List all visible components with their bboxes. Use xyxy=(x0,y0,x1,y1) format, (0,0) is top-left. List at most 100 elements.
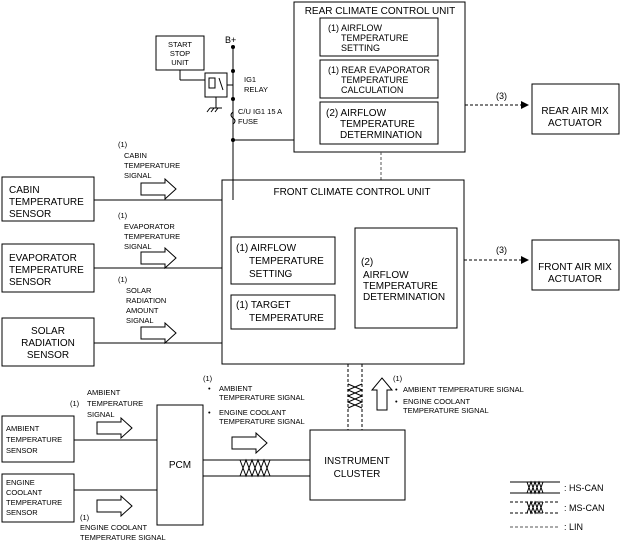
fuse-label-line1: C/U IG1 15 A xyxy=(238,107,282,116)
cabin-signal-arrow xyxy=(140,177,177,201)
cluster-line1: INSTRUMENT xyxy=(324,456,390,467)
coolant-sensor-line3: TEMPERATURE xyxy=(6,498,62,507)
rear-box3-line3: DETERMINATION xyxy=(340,130,422,141)
rear-box2-line3: CALCULATION xyxy=(341,85,403,95)
solar-signal-line4: AMOUNT xyxy=(126,306,159,315)
pcm-bullet-2: • xyxy=(208,408,211,417)
cabin-sensor-line3: SENSOR xyxy=(9,209,51,220)
ambient-signal-arrow xyxy=(96,416,133,440)
solar-sensor-line1: SOLAR xyxy=(31,326,65,337)
evap-sensor-line2: TEMPERATURE xyxy=(9,265,84,276)
evap-signal-line4: SIGNAL xyxy=(124,242,152,251)
solar-sensor-line3: SENSOR xyxy=(27,350,69,361)
evaporator-signal-arrow xyxy=(140,246,177,270)
pcm-out-line1: (1) xyxy=(203,374,213,383)
cabin-signal-line2: CABIN xyxy=(124,151,147,160)
coolant-signal-line2: ENGINE COOLANT xyxy=(80,523,148,532)
pcm-bullet-1: • xyxy=(208,384,211,393)
rear-airflow-temperature-setting-box xyxy=(319,17,439,57)
cabin-sensor-line2: TEMPERATURE xyxy=(9,197,84,208)
front-box1-line2: TEMPERATURE xyxy=(249,256,324,267)
pcm-out-line4: ENGINE COOLANT xyxy=(219,408,287,417)
relay-label-line2: RELAY xyxy=(244,85,268,94)
front-box1-line1: (1) AIRFLOW xyxy=(236,243,297,254)
solar-signal-line2: SOLAR xyxy=(126,286,152,295)
evap-signal-line1: (1) xyxy=(118,211,128,220)
cluster-signal-arrow xyxy=(370,377,394,411)
bplus-label: B+ xyxy=(225,35,236,45)
engine-coolant-temperature-sensor xyxy=(1,473,75,523)
rear-box3-line2: TEMPERATURE xyxy=(340,119,415,130)
front-box3-line1: (2) xyxy=(361,257,373,268)
rear-unit-title: REAR CLIMATE CONTROL UNIT xyxy=(305,6,456,17)
cluster-bullet-2: • xyxy=(395,397,398,406)
pcm-signal-arrow xyxy=(231,431,268,455)
solar-radiation-sensor xyxy=(1,317,95,367)
cabin-temperature-sensor xyxy=(1,176,95,222)
start-stop-line3: UNIT xyxy=(171,58,189,67)
rear-climate-control-unit xyxy=(293,1,466,153)
cluster-out-line3: ENGINE COOLANT xyxy=(403,397,471,406)
cabin-signal-line1: (1) xyxy=(118,140,128,149)
front-airflow-temperature-setting-box xyxy=(230,236,336,285)
rear-box2-line1: (1) REAR EVAPORATOR xyxy=(328,65,431,75)
rear-airflow-temperature-determination-box xyxy=(319,101,439,145)
front-actuator-label: (3) xyxy=(496,245,507,255)
evap-signal-line3: TEMPERATURE xyxy=(124,232,180,241)
ambient-sensor-line3: SENSOR xyxy=(6,446,38,455)
front-box2-line1: (1) TARGET xyxy=(236,300,291,311)
front-box3-line3: TEMPERATURE xyxy=(363,281,438,292)
cluster-line2: CLUSTER xyxy=(334,469,381,480)
pcm-cluster-hs-can xyxy=(203,458,310,478)
front-actuator-line2: ACTUATOR xyxy=(548,274,602,285)
ig1-relay-icon xyxy=(204,72,228,98)
rear-box1-line1: (1) AIRFLOW xyxy=(328,23,383,33)
rear-air-mix-actuator xyxy=(531,83,620,135)
cluster-out-line4: TEMPERATURE SIGNAL xyxy=(403,406,489,415)
ambient-sensor-line1: AMBIENT xyxy=(6,424,40,433)
legend-ms-can-symbol xyxy=(510,500,560,515)
cabin-signal-line3: TEMPERATURE xyxy=(124,161,180,170)
front-climate-control-unit xyxy=(221,179,465,365)
relay-label-line1: IG1 xyxy=(244,75,256,84)
rear-box3-line1: (2) AIRFLOW xyxy=(326,108,387,119)
rear-actuator-line2: ACTUATOR xyxy=(548,118,602,129)
cabin-sensor-line1: CABIN xyxy=(9,185,40,196)
cluster-bullet-1: • xyxy=(395,385,398,394)
front-box3-line2: AIRFLOW xyxy=(363,270,409,281)
rear-box1-line3: SETTING xyxy=(341,43,380,53)
cabin-signal-line4: SIGNAL xyxy=(124,171,152,180)
fuse-label-line2: FUSE xyxy=(238,117,258,126)
legend-lin: : LIN xyxy=(564,522,583,532)
front-box1-line3: SETTING xyxy=(249,269,293,280)
cluster-front-ms-can xyxy=(346,364,364,430)
rear-evaporator-temperature-calculation-box xyxy=(319,59,439,99)
rear-box1-line2: TEMPERATURE xyxy=(341,33,408,43)
solar-sensor-line2: RADIATION xyxy=(21,338,75,349)
fuse-icon xyxy=(230,111,236,125)
front-unit-title: FRONT CLIMATE CONTROL UNIT xyxy=(273,187,430,198)
rear-actuator-label: (3) xyxy=(496,91,507,101)
ambient-signal-line2: AMBIENT xyxy=(87,388,121,397)
coolant-signal-line1: (1) xyxy=(80,513,90,522)
pcm-label: PCM xyxy=(169,460,191,471)
coolant-sensor-line1: ENGINE xyxy=(6,478,35,487)
legend-hs-can: : HS-CAN xyxy=(564,483,604,493)
start-stop-line2: STOP xyxy=(170,49,190,58)
coolant-sensor-line2: COOLANT xyxy=(6,488,43,497)
solar-signal-line5: SIGNAL xyxy=(126,316,154,325)
solar-signal-arrow xyxy=(140,321,177,345)
pcm-module xyxy=(156,404,204,526)
pcm-out-line5: TEMPERATURE SIGNAL xyxy=(219,417,305,426)
coolant-signal-line3: TEMPERATURE SIGNAL xyxy=(80,533,166,542)
evap-sensor-line1: EVAPORATOR xyxy=(9,253,77,264)
ambient-signal-line1: (1) xyxy=(70,399,80,408)
cluster-out-line1: (1) xyxy=(393,374,403,383)
ambient-signal-line3: TEMPERATURE xyxy=(87,399,143,408)
instrument-cluster xyxy=(309,429,406,501)
evap-sensor-line3: SENSOR xyxy=(9,277,51,288)
front-actuator-line1: FRONT AIR MIX xyxy=(538,262,612,273)
pcm-out-line3: TEMPERATURE SIGNAL xyxy=(219,393,305,402)
ambient-sensor-line2: TEMPERATURE xyxy=(6,435,62,444)
